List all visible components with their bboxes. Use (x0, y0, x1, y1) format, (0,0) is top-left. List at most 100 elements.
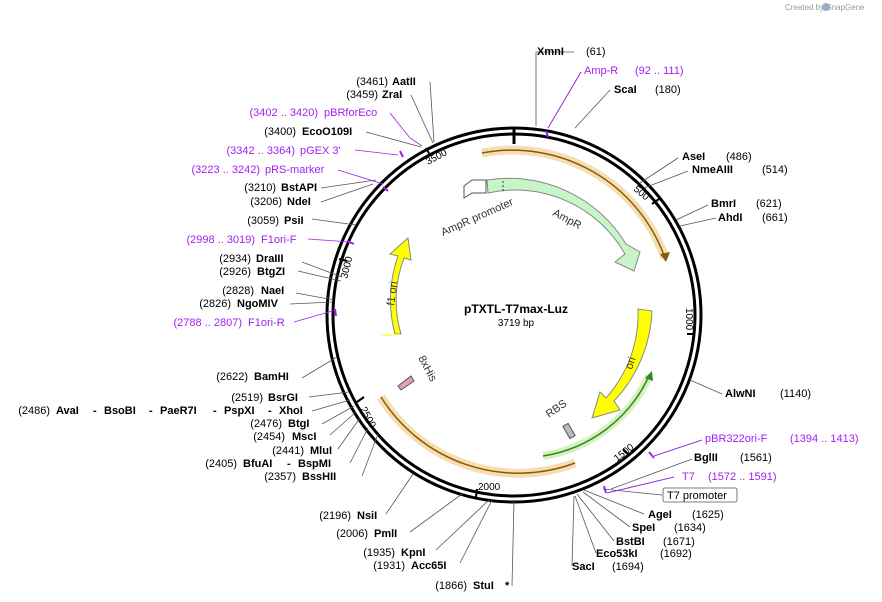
site-ndei-pos: (3206) (250, 196, 282, 208)
site-bsshii-pos: (2357) (264, 471, 296, 483)
tick-2500: 2500 (357, 405, 377, 430)
insert-arrow-top (660, 252, 670, 262)
t7-promoter-box (662, 487, 738, 503)
f1-ori-base (380, 334, 401, 336)
site-xmni-pos: (61) (586, 46, 606, 58)
site-pspxi: PspXI (224, 405, 255, 417)
site-msci: MscI (292, 431, 316, 443)
site-agei-pos: (1625) (692, 509, 724, 521)
site-draiii: DraIII (256, 253, 284, 265)
f1-ori-feature (388, 237, 412, 335)
plasmid-name: pTXTL-T7max-Luz (464, 302, 568, 316)
feature-f1ori-r-range: (2788 .. 2807) (174, 317, 243, 329)
feature-pgex3: pGEX 3' (300, 145, 341, 157)
ampr-promoter-label: AmpR promoter (439, 196, 515, 239)
ampr-label: AmpR (551, 207, 584, 232)
feature-pbr322ori-f: pBR322ori-F (705, 433, 768, 445)
feature-pbrforeco: pBRforEco (324, 107, 377, 119)
site-acc65i: Acc65I (411, 560, 446, 572)
his-feature (397, 375, 415, 391)
site-bmri: BmrI (711, 198, 736, 210)
site-bfuai: BfuAI (243, 458, 272, 470)
site-bstapi-pos: (3210) (244, 182, 276, 194)
site-ecoo109i: EcoO109I (302, 126, 352, 138)
his-label: 8xHis (415, 354, 439, 384)
feature-f1ori-r: F1ori-R (248, 317, 285, 329)
site-alwni: AlwNI (725, 388, 756, 400)
snapgene-logo-icon (822, 3, 830, 11)
site-stui-mark: * (505, 580, 510, 592)
site-nsii: NsiI (357, 510, 377, 522)
site-nmeaiii: NmeAIII (692, 164, 733, 176)
site-ecoo109i-pos: (3400) (264, 126, 296, 138)
site-bstbi: BstBI (616, 536, 645, 548)
site-pspxi-dash: - (213, 405, 217, 417)
insert-line-bottom (380, 396, 576, 474)
site-bsobi-name: BsoBI (104, 405, 136, 417)
site-mlui: MluI (310, 445, 332, 457)
t7-promoter-label: T7 promoter (667, 490, 727, 502)
feature-t7: T7 (682, 471, 695, 483)
site-stui-pos: (1866) (435, 580, 467, 592)
site-eco53ki-pos: (1692) (660, 548, 692, 560)
site-spei-pos: (1634) (674, 522, 706, 534)
feature-prs-marker: pRS-marker (265, 164, 325, 176)
site-agei: AgeI (648, 509, 672, 521)
site-draiii-pos: (2934) (219, 253, 251, 265)
site-nmeaiii-pos: (514) (762, 164, 788, 176)
site-alwni-pos: (1140) (780, 388, 811, 400)
f1-ori-label: f1 ori (385, 281, 400, 307)
site-paer7i: PaeR7I (160, 405, 197, 417)
site-saci: SacI (572, 561, 595, 573)
site-bsrgi-pos: (2519) (231, 392, 263, 404)
feature-lines-left (293, 112, 423, 323)
site-spei: SpeI (632, 522, 655, 534)
t7-line (542, 375, 650, 457)
site-asei-pos: (486) (726, 151, 752, 163)
site-bsshii: BssHII (302, 471, 336, 483)
site-naei-pos: (2828) (222, 285, 254, 297)
leader-lines-left (289, 81, 515, 587)
feature-amp-r-range: (92 .. 111) (635, 65, 684, 77)
site-btgzi: BtgZI (257, 266, 285, 278)
site-stui: StuI (473, 580, 494, 592)
feature-pgex3-range: (3342 .. 3364) (227, 145, 296, 157)
site-avai: AvaI (56, 405, 79, 417)
site-avai-pos: (2486) (18, 405, 50, 417)
right-labels: XmnI (61) Amp-R (92 .. 111) ScaI (180) A… (537, 46, 859, 573)
site-bmri-pos: (621) (756, 198, 782, 210)
site-bsrgi: BsrGI (268, 392, 298, 404)
feature-lines-right (547, 71, 703, 494)
site-paer7i-dash: - (149, 405, 153, 417)
feature-prs-marker-range: (3223 .. 3242) (192, 164, 261, 176)
ampr-feature (486, 177, 641, 272)
site-pmli: PmlI (374, 528, 397, 540)
site-saci-pos: (1694) (612, 561, 644, 573)
feature-pbrforeco-range: (3402 .. 3420) (250, 107, 319, 119)
site-aatii: AatII (392, 76, 416, 88)
site-psii: PsiI (284, 215, 304, 227)
feature-amp-r: Amp-R (584, 65, 618, 77)
site-bamhi: BamHI (254, 371, 289, 383)
site-eco53ki: Eco53kI (596, 548, 638, 560)
site-xhoi: XhoI (279, 405, 303, 417)
site-btgi-pos: (2476) (250, 418, 282, 430)
site-btgzi-pos: (2926) (219, 266, 251, 278)
site-mlui-pos: (2441) (272, 445, 304, 457)
site-bspmi-dash: - (287, 458, 291, 470)
left-labels: (3461) AatII (3459) ZraI (3402 .. 3420) … (18, 76, 510, 592)
site-bspmi: BspMI (298, 458, 331, 470)
feature-t7-range: (1572 .. 1591) (708, 471, 777, 483)
t7-arrow (645, 371, 653, 381)
site-btgi: BtgI (288, 418, 309, 430)
site-bstapi: BstAPI (281, 182, 317, 194)
tick-2000: 2000 (478, 482, 501, 493)
site-ngomiv-pos: (2826) (199, 298, 231, 310)
rbs-label: RBS (544, 398, 569, 421)
site-nsii-pos: (2196) (319, 510, 351, 522)
ori-label: ori (623, 356, 638, 371)
site-ngomiv: NgoMIV (237, 298, 279, 310)
insert-line-top (481, 149, 666, 259)
site-kpni: KpnI (401, 547, 425, 559)
